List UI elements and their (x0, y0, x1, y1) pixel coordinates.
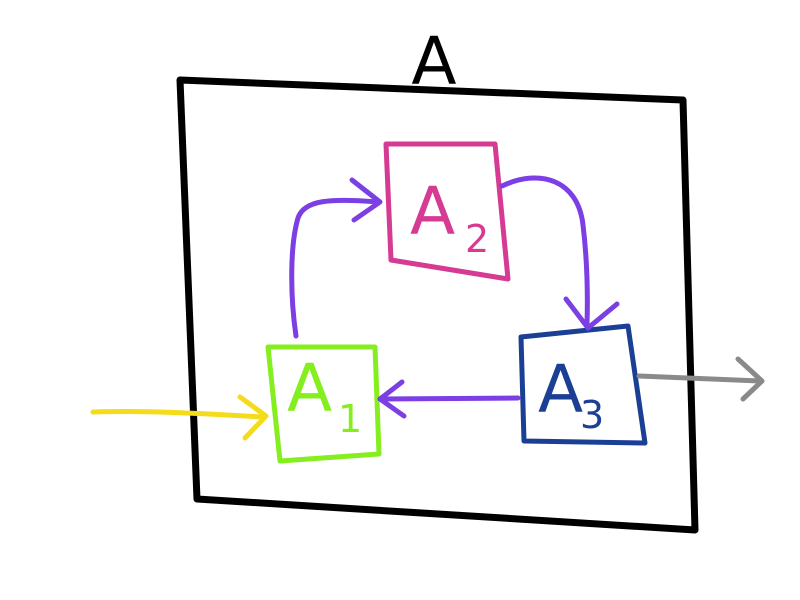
arrow-a1-to-a2 (289, 177, 383, 339)
block-a1[interactable]: A 1 (265, 344, 382, 464)
block-a3-label-main: A (538, 351, 583, 428)
block-a2-border (383, 141, 511, 282)
block-a2-label-sub: 2 (465, 217, 489, 261)
block-a3[interactable]: A 3 (518, 323, 648, 446)
arrow-a3-to-a1 (377, 379, 521, 419)
output-arrow (636, 356, 765, 402)
container-box (176, 76, 699, 534)
block-a3-border (518, 323, 648, 446)
block-a2-label-main: A (410, 173, 455, 250)
block-a1-label-main: A (287, 350, 332, 427)
arrow-a2-to-a3 (499, 175, 620, 331)
block-a2[interactable]: A 2 (383, 141, 511, 282)
block-a3-label-sub: 3 (580, 393, 604, 437)
block-a1-label-sub: 1 (338, 397, 362, 441)
block-a1-border (265, 344, 382, 464)
input-arrow (90, 394, 269, 441)
